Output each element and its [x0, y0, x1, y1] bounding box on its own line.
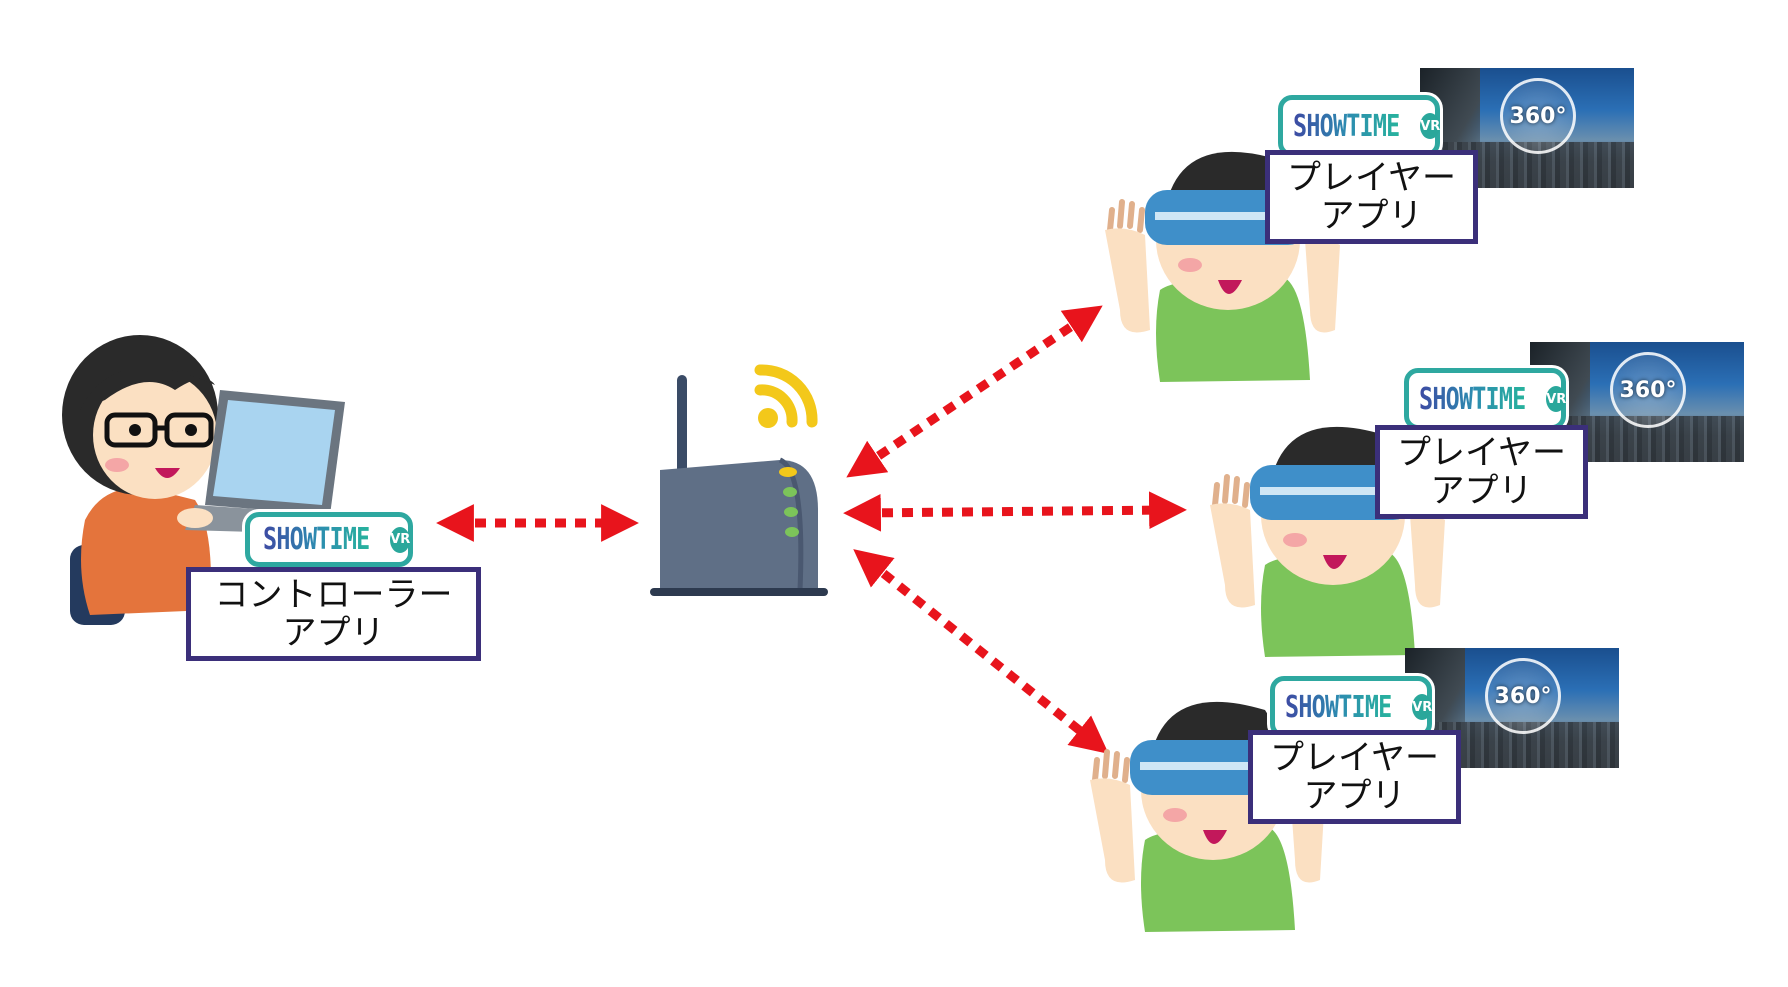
pano-360-text: 360° [1619, 377, 1677, 403]
badge-text: SHOWTIME [1284, 689, 1392, 725]
wifi-router-icon [650, 364, 828, 596]
badge-text: SHOWTIME [1292, 108, 1400, 144]
controller-label-line1: コントローラー [214, 574, 453, 615]
player-label-line1: プレイヤー [1270, 737, 1439, 778]
360-globe-icon: 360° [1500, 78, 1576, 154]
showtime-vr-badge: SHOWTIME VR [245, 512, 413, 567]
controller-app-label: コントローラー アプリ [186, 567, 481, 661]
pano-360-text: 360° [1494, 683, 1552, 709]
pano-360-text: 360° [1509, 103, 1567, 129]
arrow-router-player-1 [846, 305, 1103, 478]
showtime-vr-badge: SHOWTIME VR [1270, 676, 1433, 738]
player-label-line2: アプリ [1303, 776, 1406, 816]
laptop-user-illustration [62, 335, 365, 625]
badge-vr-mark: VR [1546, 386, 1567, 412]
360-globe-icon: 360° [1610, 352, 1686, 428]
player-app-label: プレイヤー アプリ [1265, 150, 1478, 244]
showtime-vr-badge: SHOWTIME VR [1404, 368, 1567, 430]
player-label-line1: プレイヤー [1397, 432, 1566, 473]
badge-text: SHOWTIME [262, 522, 370, 557]
player-label-line2: アプリ [1430, 471, 1533, 511]
showtime-vr-badge: SHOWTIME VR [1278, 95, 1441, 157]
arrow-router-player-2 [843, 491, 1187, 532]
badge-vr-mark: VR [1420, 113, 1441, 139]
360-globe-icon: 360° [1485, 658, 1561, 734]
badge-text: SHOWTIME [1418, 381, 1526, 417]
controller-label-line2: アプリ [282, 613, 385, 653]
badge-vr-mark: VR [390, 526, 411, 553]
player-app-label: プレイヤー アプリ [1375, 425, 1588, 519]
player-app-label: プレイヤー アプリ [1248, 730, 1461, 824]
badge-vr-mark: VR [1412, 694, 1433, 720]
player-label-line2: アプリ [1320, 196, 1423, 236]
player-label-line1: プレイヤー [1287, 157, 1456, 198]
arrow-router-player-3 [853, 549, 1109, 754]
